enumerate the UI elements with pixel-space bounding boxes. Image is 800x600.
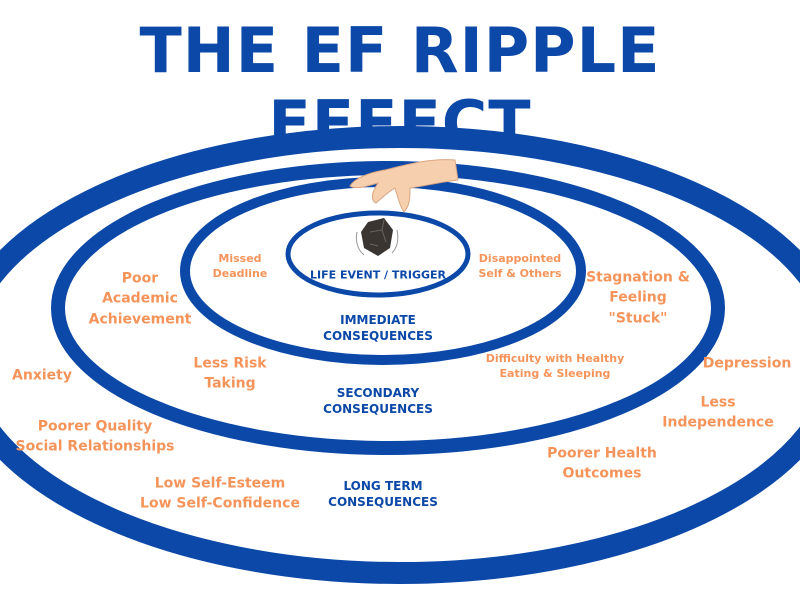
item-line: Deadline: [212, 267, 268, 280]
item-line: "Stuck": [608, 310, 668, 327]
item-missed-deadline: Missed Deadline: [213, 252, 268, 282]
item-line: Difficulty with Healthy: [485, 352, 625, 366]
item-line: Poorer Quality: [37, 418, 153, 435]
item-line: Low Self-Esteem: [154, 475, 286, 492]
item-social-relationships: Poorer Quality Social Relationships: [16, 417, 175, 458]
heading-line: SECONDARY: [336, 385, 420, 400]
item-poor-academic: Poor Academic Achievement: [89, 269, 192, 330]
item-line: Less Risk: [193, 355, 267, 372]
secondary-heading: SECONDARY CONSEQUENCES: [323, 385, 433, 417]
item-line: Achievement: [88, 311, 192, 328]
item-anxiety: Anxiety: [12, 367, 72, 386]
heading-line: CONSEQUENCES: [323, 402, 433, 416]
item-line: Poorer Health: [547, 445, 657, 462]
long-term-heading: LONG TERM CONSEQUENCES: [328, 478, 438, 510]
item-line: Low Self-Confidence: [140, 496, 300, 512]
trigger-label: LIFE EVENT / TRIGGER: [310, 268, 446, 282]
immediate-heading: IMMEDIATE CONSEQUENCES: [323, 312, 433, 344]
item-line: Depression: [702, 355, 792, 372]
ring-long-term: [0, 126, 800, 584]
item-poorer-health: Poorer Health Outcomes: [547, 444, 657, 485]
hand-icon: [349, 159, 459, 213]
item-line: Taking: [204, 376, 256, 392]
item-line: Poor: [121, 270, 159, 287]
item-line: Anxiety: [12, 367, 72, 384]
item-line: Disappointed: [478, 252, 562, 266]
ring-trigger: [285, 210, 471, 298]
item-line: Independence: [662, 415, 774, 431]
item-line: Missed: [218, 252, 262, 266]
heading-line: CONSEQUENCES: [328, 495, 438, 509]
item-self-esteem: Low Self-Esteem Low Self-Confidence: [140, 474, 300, 515]
item-less-risk: Less Risk Taking: [193, 354, 266, 395]
rock-icon: [355, 218, 399, 256]
ring-secondary: [51, 161, 725, 455]
heading-line: IMMEDIATE: [340, 312, 416, 327]
item-less-independence: Less Independence: [662, 393, 773, 434]
item-line: Feeling: [609, 289, 667, 306]
item-line: Outcomes: [562, 466, 642, 482]
item-line: Academic: [102, 290, 178, 307]
item-line: Stagnation &: [586, 269, 690, 286]
item-line: Social Relationships: [15, 439, 175, 455]
heading-line: LONG TERM: [343, 478, 423, 493]
item-stagnation: Stagnation & Feeling "Stuck": [586, 268, 690, 329]
item-depression: Depression: [703, 355, 792, 374]
item-line: Eating & Sleeping: [499, 367, 611, 380]
item-disappointed: Disappointed Self & Others: [478, 252, 561, 282]
item-line: Self & Others: [478, 267, 562, 280]
page-title: THE EF RIPPLE EFFECT: [139, 14, 661, 160]
item-difficulty: Difficulty with Healthy Eating & Sleepin…: [486, 352, 625, 382]
heading-line: CONSEQUENCES: [323, 329, 433, 343]
item-line: Less: [700, 394, 736, 411]
